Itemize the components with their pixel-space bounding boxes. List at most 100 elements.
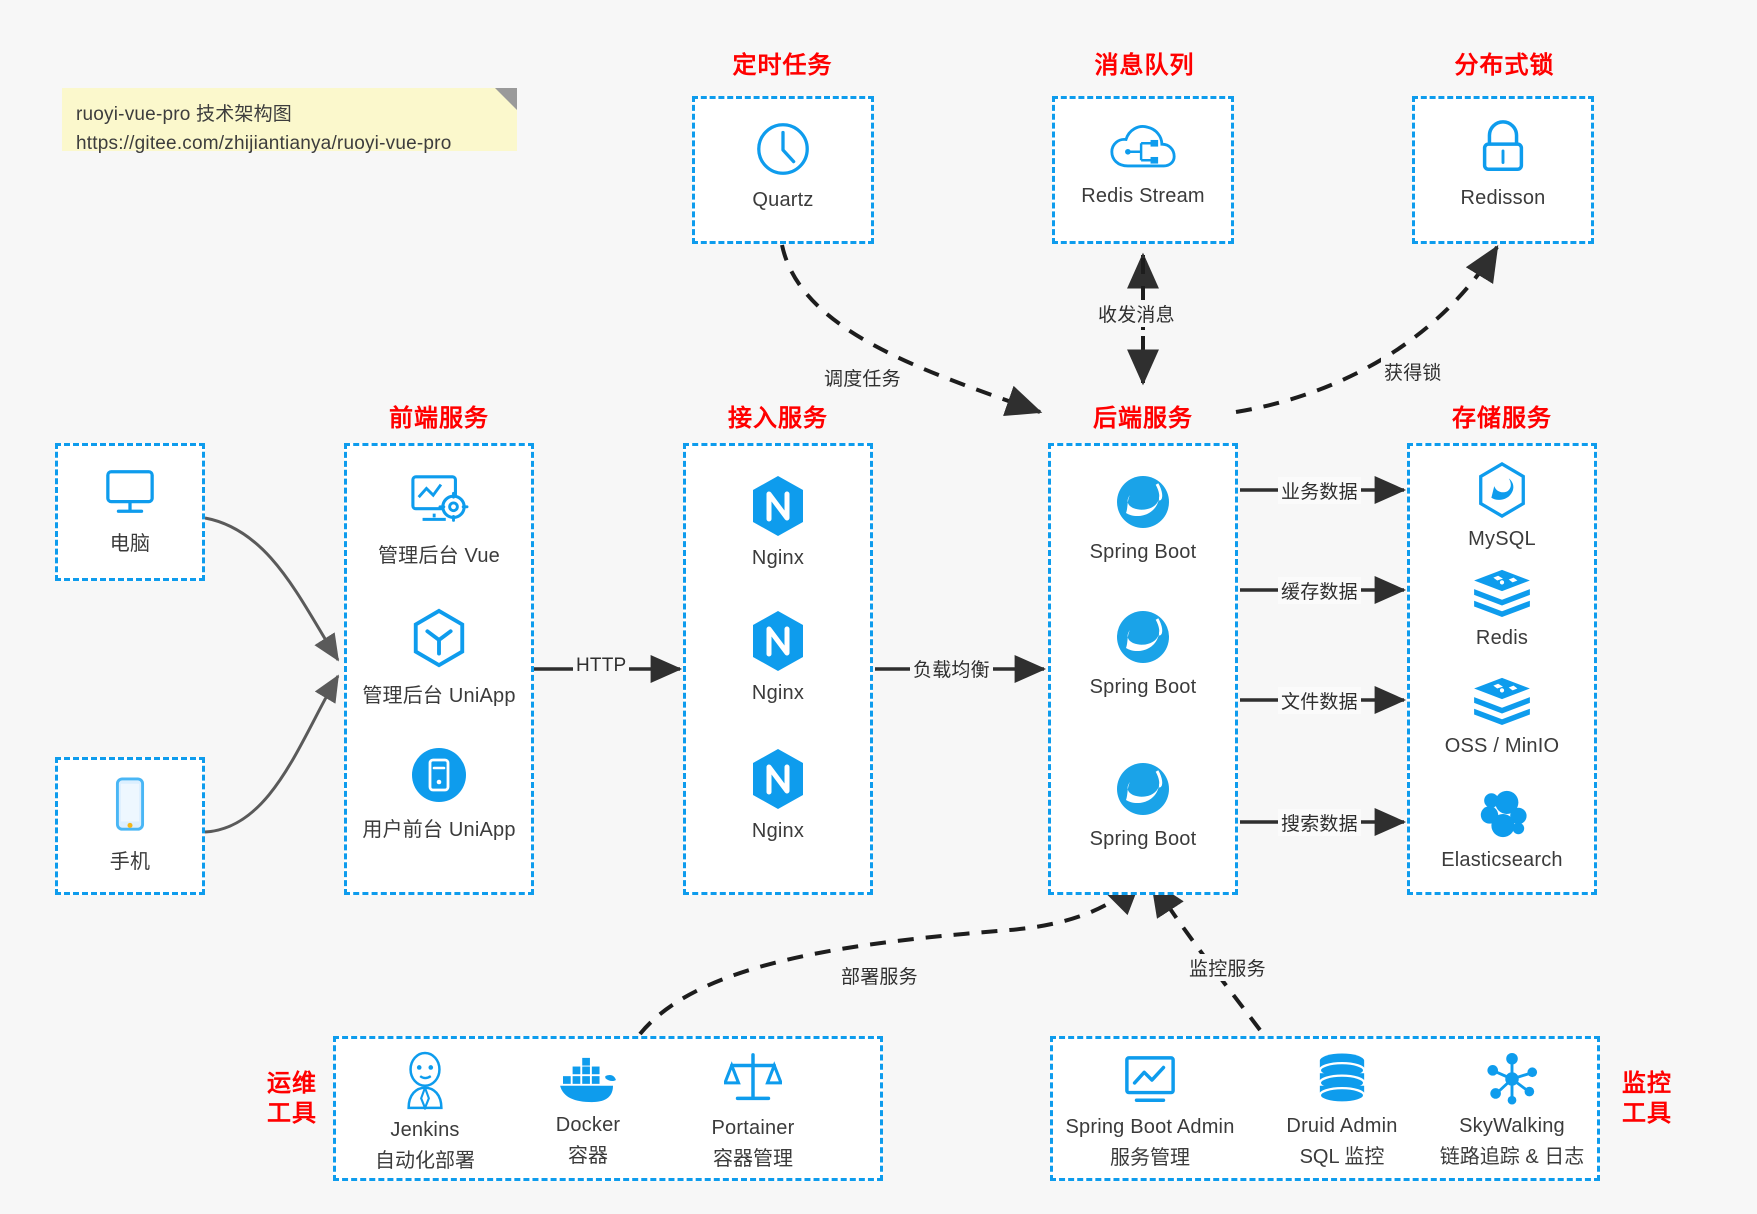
tool-name: Portainer <box>711 1117 795 1139</box>
smartphone-icon <box>108 776 152 836</box>
edge-phone-to-frontend <box>204 674 340 834</box>
node-redis[interactable]: Redis <box>1407 568 1597 650</box>
edge-label-business-data: 业务数据 <box>1278 477 1361 504</box>
group-title-ops-tools: 运维 工具 <box>258 1069 326 1129</box>
jenkins-butler-icon <box>399 1050 451 1111</box>
nginx-icon <box>749 747 807 811</box>
node-label: 用户前台 UniApp <box>362 819 516 841</box>
node-docker[interactable]: Docker 容器 <box>508 1055 668 1168</box>
node-jenkins[interactable]: Jenkins 自动化部署 <box>345 1050 505 1173</box>
node-spring-boot-3[interactable]: Spring Boot <box>1048 759 1238 851</box>
group-title-backend: 后端服务 <box>1093 405 1193 432</box>
node-label: 手机 <box>109 851 151 873</box>
desktop-monitor-icon <box>102 466 158 518</box>
tool-name: SkyWalking <box>1459 1115 1565 1137</box>
node-label: Elasticsearch <box>1441 849 1563 871</box>
spring-leaf-icon <box>1113 607 1173 667</box>
edge-label-monitor-service: 监控服务 <box>1186 954 1269 981</box>
node-label: 电脑 <box>109 533 151 555</box>
node-quartz[interactable]: Quartz <box>692 118 874 212</box>
monitor-title-line-2: 工具 <box>1622 1100 1672 1127</box>
node-label: Nginx <box>751 547 805 569</box>
docker-whale-icon <box>557 1055 619 1105</box>
node-pc[interactable]: 电脑 <box>55 466 205 556</box>
edge-label-schedule-task: 调度任务 <box>821 364 904 391</box>
group-title-distributed-lock: 分布式锁 <box>1454 52 1555 79</box>
edge-label-send-receive-msg: 收发消息 <box>1095 300 1178 327</box>
node-nginx-3[interactable]: Nginx <box>683 747 873 843</box>
edge-backend-to-lock <box>1235 244 1499 414</box>
tool-desc: 服务管理 <box>1110 1147 1190 1169</box>
portainer-scales-icon <box>722 1050 784 1108</box>
tool-desc: SQL 监控 <box>1299 1146 1385 1168</box>
node-label: Quartz <box>752 189 814 211</box>
node-label: Redis <box>1475 627 1529 649</box>
ops-title-line-2: 工具 <box>267 1100 317 1127</box>
tool-desc: 容器管理 <box>713 1148 793 1170</box>
node-label: Spring Boot <box>1089 541 1197 563</box>
edge-label-acquire-lock: 获得锁 <box>1381 358 1445 385</box>
node-skywalking[interactable]: SkyWalking 链路追踪 & 日志 <box>1422 1052 1602 1169</box>
mobile-circle-icon <box>410 746 468 804</box>
tool-desc: 自动化部署 <box>375 1150 475 1172</box>
tool-name: Jenkins <box>390 1119 460 1141</box>
node-admin-uniapp[interactable]: 管理后台 UniApp <box>344 608 534 708</box>
node-label: Spring Boot <box>1089 676 1197 698</box>
edge-ops-to-backend <box>638 878 1142 1036</box>
group-title-scheduled-task: 定时任务 <box>732 52 833 79</box>
node-label: 管理后台 UniApp <box>362 685 516 707</box>
ops-title-line-1: 运维 <box>267 1070 317 1097</box>
note-line-2: https://gitee.com/zhijiantianya/ruoyi-vu… <box>76 133 452 154</box>
group-box-scheduled-task <box>692 96 874 244</box>
elasticsearch-icon <box>1474 786 1530 840</box>
note-line-1: ruoyi-vue-pro 技术架构图 <box>76 104 293 125</box>
node-label: MySQL <box>1468 528 1536 550</box>
node-druid-admin[interactable]: Druid Admin SQL 监控 <box>1252 1052 1432 1169</box>
node-nginx-2[interactable]: Nginx <box>683 609 873 705</box>
nginx-icon <box>749 474 807 538</box>
padlock-icon <box>1474 118 1532 178</box>
node-portainer[interactable]: Portainer 容器管理 <box>673 1050 833 1171</box>
edge-label-http: HTTP <box>573 655 630 677</box>
node-spring-boot-admin[interactable]: Spring Boot Admin 服务管理 <box>1050 1055 1250 1170</box>
node-admin-vue[interactable]: 管理后台 Vue <box>344 472 534 568</box>
edge-label-deploy-service: 部署服务 <box>838 962 921 989</box>
edge-label-load-balance: 负载均衡 <box>910 655 993 682</box>
group-box-frontend <box>344 443 534 895</box>
redis-stack-icon <box>1472 676 1532 726</box>
edge-label-search-data: 搜索数据 <box>1278 809 1361 836</box>
group-title-access: 接入服务 <box>728 405 828 432</box>
database-cylinder-icon <box>1316 1052 1368 1106</box>
monitor-chart-icon <box>1121 1055 1179 1107</box>
mysql-dolphin-icon <box>1475 461 1529 519</box>
node-label: 管理后台 Vue <box>377 545 500 567</box>
tool-name: Spring Boot Admin <box>1065 1116 1235 1138</box>
group-title-storage: 存储服务 <box>1452 405 1552 432</box>
node-spring-boot-2[interactable]: Spring Boot <box>1048 607 1238 699</box>
node-elasticsearch[interactable]: Elasticsearch <box>1407 786 1597 872</box>
node-label: Redis Stream <box>1081 185 1205 207</box>
node-label: OSS / MinIO <box>1444 735 1560 757</box>
node-spring-boot-1[interactable]: Spring Boot <box>1048 472 1238 564</box>
group-title-frontend: 前端服务 <box>389 405 489 432</box>
node-oss-minio[interactable]: OSS / MinIO <box>1407 676 1597 758</box>
spring-leaf-icon <box>1113 472 1173 532</box>
monitor-title-line-1: 监控 <box>1622 1070 1672 1097</box>
node-label: Nginx <box>751 682 805 704</box>
node-redisson[interactable]: Redisson <box>1412 118 1594 210</box>
group-box-message-queue <box>1052 96 1234 244</box>
node-phone[interactable]: 手机 <box>55 776 205 874</box>
skywalking-nodes-icon <box>1484 1052 1540 1106</box>
group-title-monitor-tools: 监控 工具 <box>1613 1069 1681 1129</box>
hexagon-cube-icon <box>410 608 468 670</box>
node-user-uniapp[interactable]: 用户前台 UniApp <box>344 746 534 842</box>
clock-icon <box>752 118 814 180</box>
tool-name: Docker <box>555 1114 621 1136</box>
diagram-note: ruoyi-vue-pro 技术架构图 https://gitee.com/zh… <box>62 88 517 154</box>
node-redis-stream[interactable]: Redis Stream <box>1052 120 1234 208</box>
node-label: Spring Boot <box>1089 828 1197 850</box>
node-nginx-1[interactable]: Nginx <box>683 474 873 570</box>
node-mysql[interactable]: MySQL <box>1407 461 1597 551</box>
group-title-message-queue: 消息队列 <box>1094 52 1195 79</box>
node-label: Nginx <box>751 820 805 842</box>
